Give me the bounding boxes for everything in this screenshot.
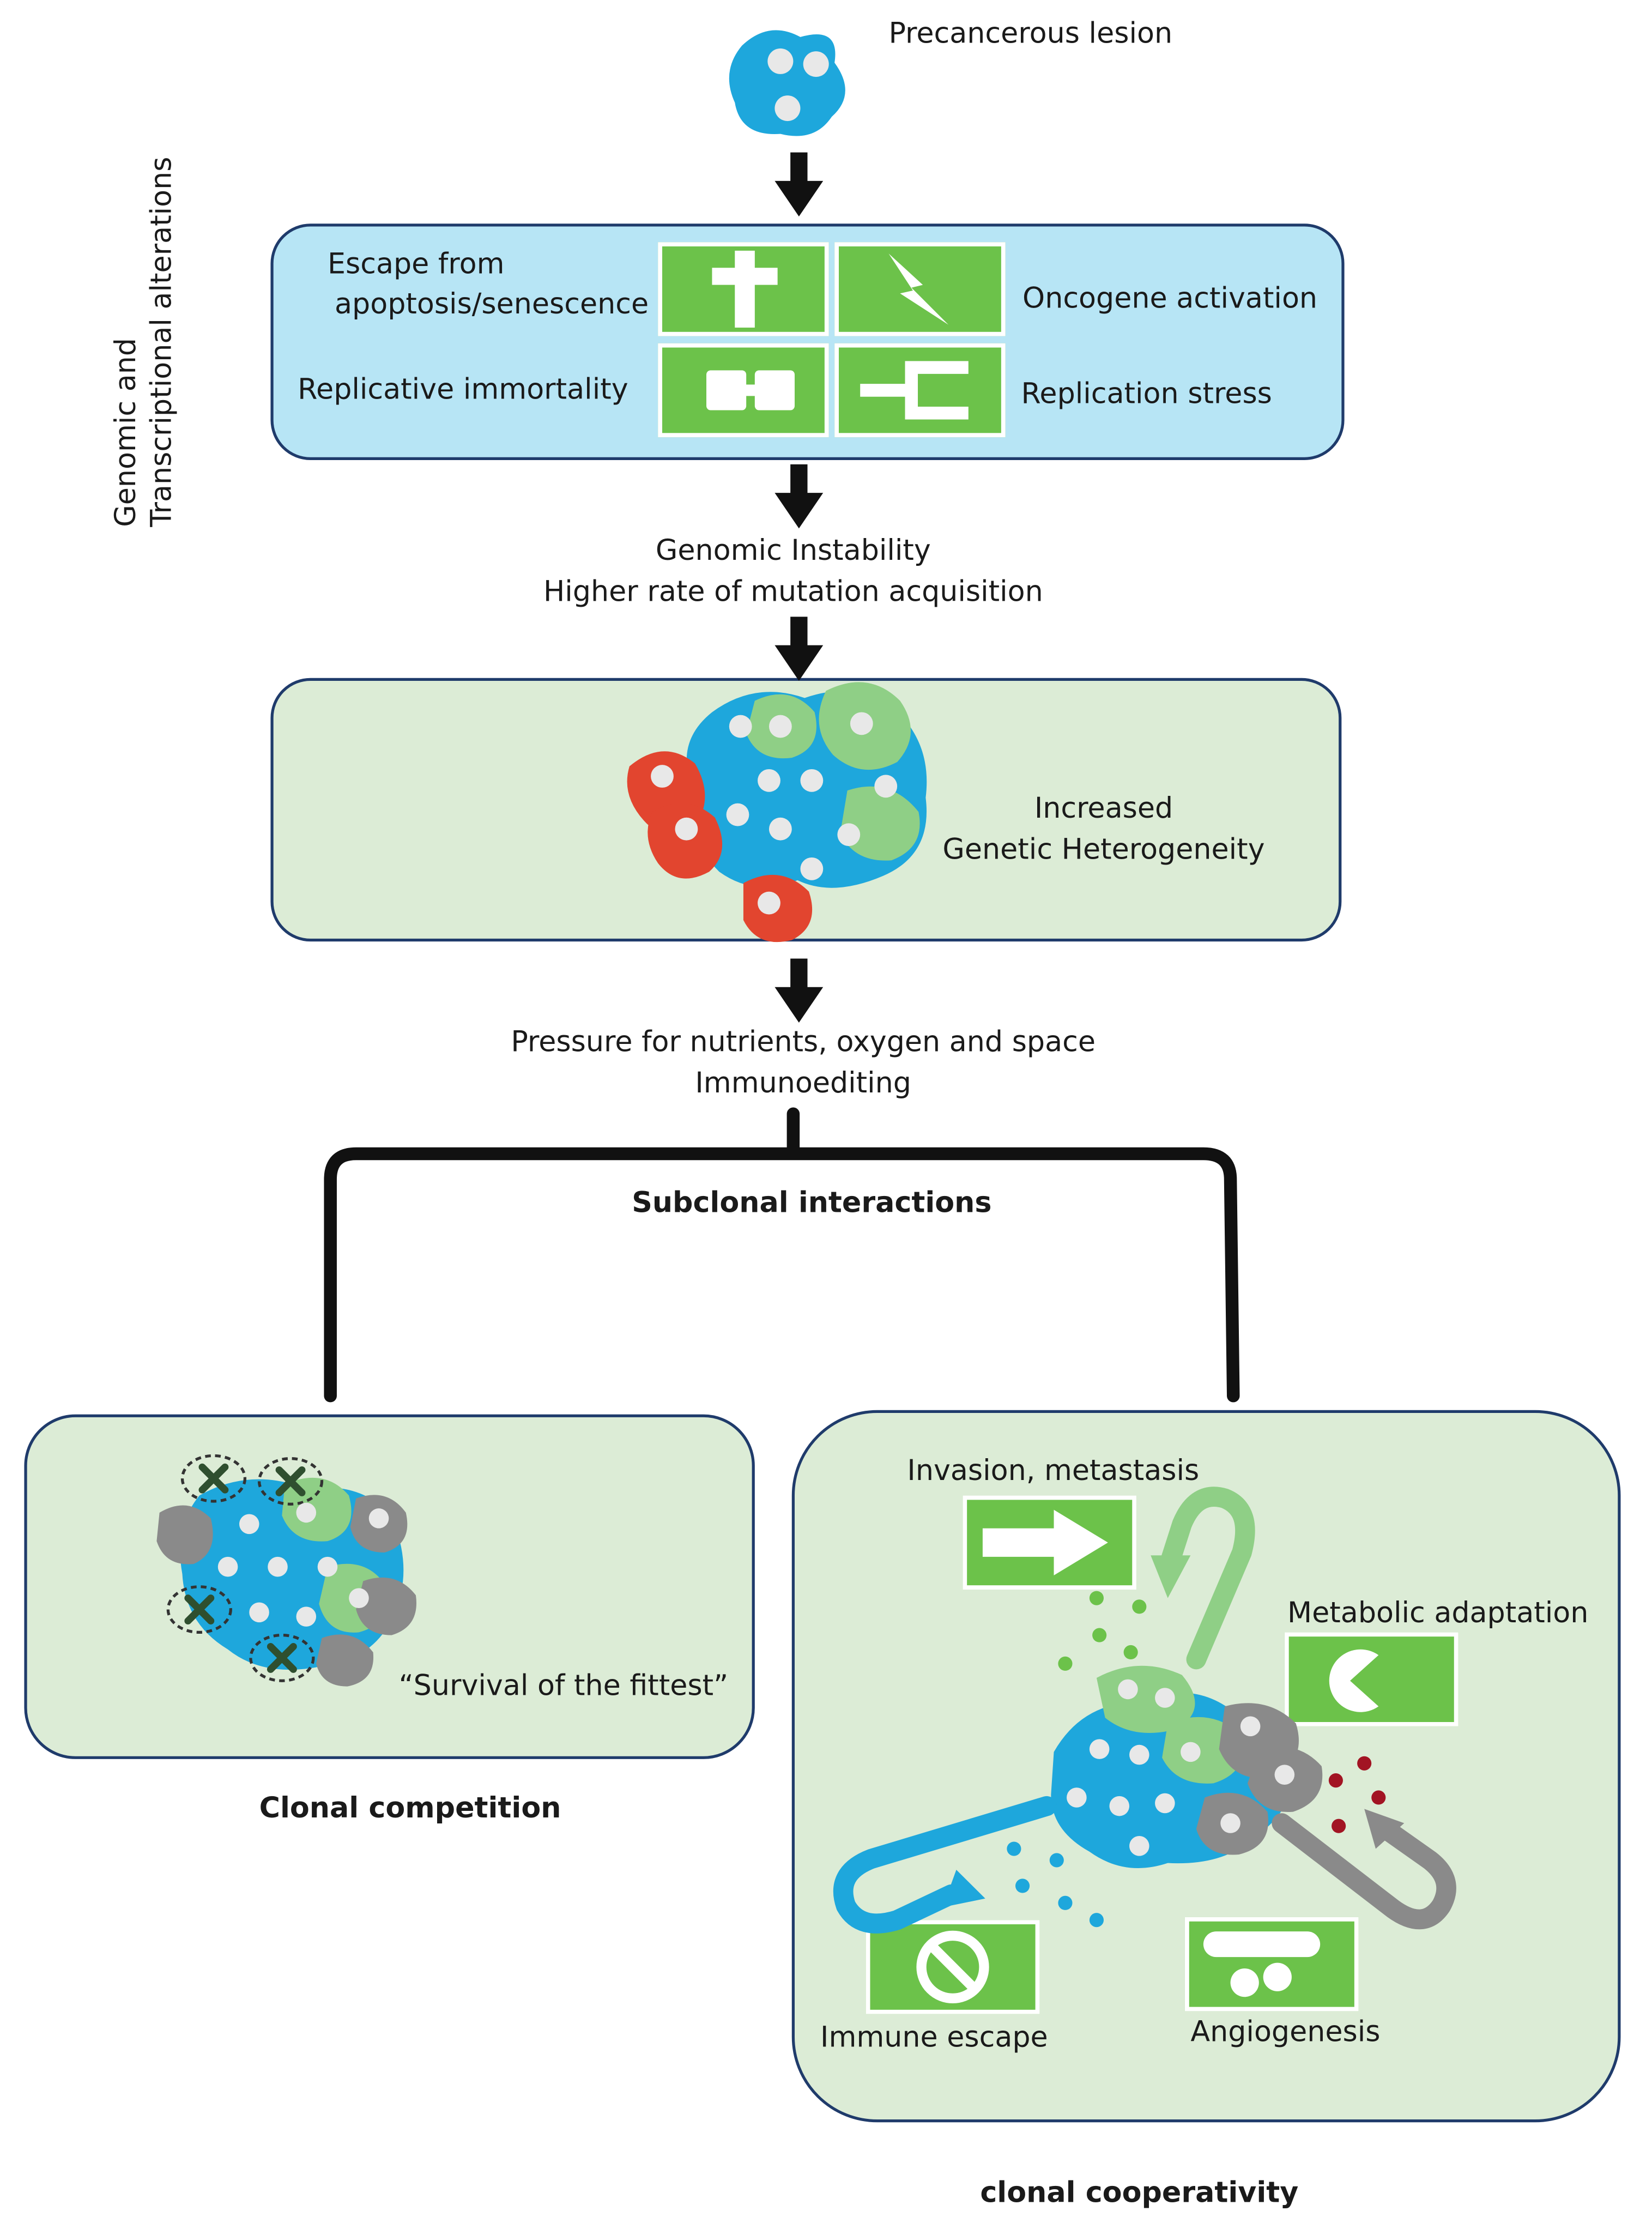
cross-icon: [712, 250, 778, 328]
lightning-icon: [888, 253, 949, 325]
precancerous-lesion-label: Precancerous lesion: [888, 15, 1173, 50]
mutation-rate-label: Higher rate of mutation acquisition: [543, 573, 1043, 608]
flow-arrow-1: [774, 152, 824, 217]
flow-arrow-2: [774, 464, 824, 529]
flow-arrow-4: [774, 958, 824, 1023]
lightning-icon-tile: [834, 242, 1006, 336]
subclonal-bracket: [324, 1107, 1240, 1403]
angiogenesis-label: Angiogenesis: [1190, 2014, 1381, 2049]
competition-cell-cluster: [156, 1454, 416, 1687]
red-signal-dots: [1328, 1756, 1386, 1833]
angiogenesis-arrowhead: [1364, 1809, 1405, 1849]
immune-escape-label: Immune escape: [820, 2020, 1048, 2054]
genetic-heterogeneity-label: Genetic Heterogeneity: [942, 831, 1265, 866]
replication-fork-icon: [860, 361, 969, 420]
oncogene-activation-label: Oncogene activation: [1022, 280, 1318, 315]
invasion-arrowhead: [1151, 1555, 1191, 1598]
replication-stress-label: Replication stress: [1021, 376, 1272, 410]
increased-label: Increased: [1034, 790, 1173, 825]
immunoediting-label: Immunoediting: [695, 1065, 911, 1100]
invasion-metastasis-label: Invasion, metastasis: [907, 1453, 1200, 1487]
arrow-icon: [982, 1509, 1108, 1575]
flow-arrow-3: [774, 617, 824, 681]
heterogeneous-cell-cluster: [627, 682, 927, 943]
survival-quote: “Survival of the fittest”: [398, 1668, 729, 1702]
cooperativity-cell-cluster: [1051, 1665, 1323, 1869]
subclonal-interactions-label: Subclonal interactions: [632, 1185, 992, 1219]
green-signal-dots: [1058, 1591, 1147, 1671]
clonal-cooperativity-title: clonal cooperativity: [980, 2174, 1299, 2209]
metabolic-adaptation-label: Metabolic adaptation: [1287, 1595, 1589, 1630]
clonal-competition-title: Clonal competition: [259, 1790, 561, 1825]
blue-signal-dots: [1007, 1841, 1104, 1928]
immune-arrowhead: [942, 1870, 985, 1907]
no-symbol-icon: [916, 1930, 989, 2004]
pacman-icon-tile: [1284, 1632, 1459, 1726]
blood-vessel-icon: [1203, 1931, 1321, 1997]
genomic-instability-label: Genomic Instability: [655, 533, 931, 567]
pressure-label: Pressure for nutrients, oxygen and space: [511, 1024, 1096, 1059]
immune-loop-arrow: [833, 1796, 1057, 1934]
pacman-icon: [1329, 1649, 1379, 1712]
precancerous-cells: [729, 30, 845, 136]
side-label-line2: Transcriptional alterations: [143, 156, 178, 527]
escape-apoptosis-label-1: Escape from: [327, 246, 505, 281]
replicative-immortality-label: Replicative immortality: [298, 371, 628, 406]
invasion-loop-arrow: [1160, 1487, 1255, 1670]
chromosome-icon: [706, 370, 795, 410]
escape-apoptosis-label-2: apoptosis/senescence: [335, 286, 649, 321]
angiogenesis-loop-arrow: [1272, 1813, 1456, 1930]
side-label-line1: Genomic and: [108, 337, 143, 527]
side-label-genomic: Genomic and Transcriptional alterations: [108, 156, 180, 527]
